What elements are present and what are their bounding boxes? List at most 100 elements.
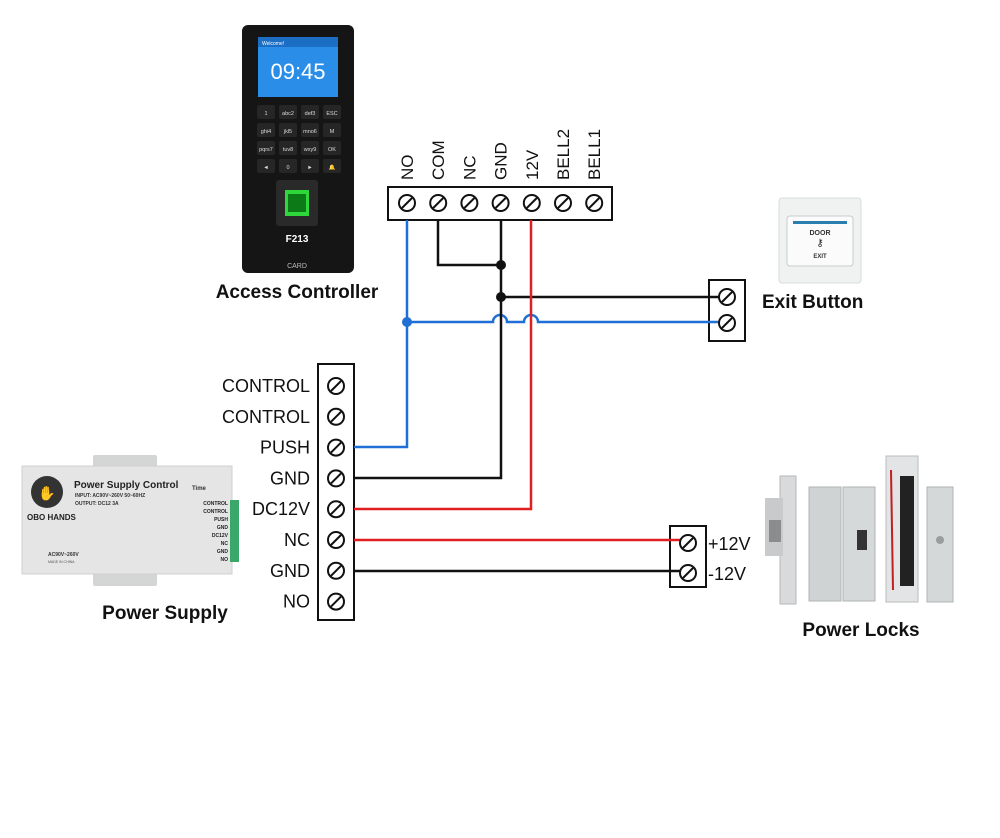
ps-device-terminal-label: PUSH <box>214 517 228 523</box>
ps-terminal-screw-icon <box>328 470 344 486</box>
ps-terminal-label: GND <box>270 468 310 488</box>
ps-device-terminal-label: GND <box>217 525 229 531</box>
controller-terminal-label: 12V <box>523 149 542 180</box>
ps-time-label: Time <box>192 486 207 492</box>
ps-made-in: MADE IN CHINA <box>48 560 75 564</box>
svg-text:mno6: mno6 <box>303 129 317 135</box>
controller-terminal-screw-icon <box>399 195 415 211</box>
access-controller-device: Welcome! 09:45 1abc2def3ESCghi4jkl5mno6M… <box>242 25 354 273</box>
ps-brand: OBO HANDS <box>27 513 77 522</box>
keypad-key: jkl5 <box>279 123 297 137</box>
controller-terminal-screw-icon <box>586 195 602 211</box>
lock-terminal-label: +12V <box>708 534 751 554</box>
ps-terminal-label: DC12V <box>252 499 310 519</box>
keypad-key: 1 <box>257 105 275 119</box>
svg-text:wxy9: wxy9 <box>303 147 317 153</box>
power-supply-device: ✋ OBO HANDS Power Supply Control INPUT: … <box>22 455 239 586</box>
wire-no-to-push <box>354 220 407 447</box>
key-icon: ⚷ <box>816 238 823 249</box>
keypad-key: OK <box>323 141 341 155</box>
keypad-key: ◄ <box>257 159 275 173</box>
ps-device-terminal-label: CONTROL <box>203 509 228 515</box>
svg-text:►: ► <box>307 165 312 171</box>
lock-terminal-screw-icon <box>680 565 696 581</box>
wire-gnd-to-ps-gnd <box>354 220 501 478</box>
keypad-key: M <box>323 123 341 137</box>
ps-terminal-label: GND <box>270 561 310 581</box>
controller-terminal-label: BELL1 <box>585 129 604 180</box>
controller-terminal-label: GND <box>492 142 511 180</box>
exit-terminal-screw-icon <box>719 289 735 305</box>
power-locks-label: Power Locks <box>802 620 919 641</box>
ps-device-title: Power Supply Control <box>74 480 179 491</box>
exit-plate-door-text: DOOR <box>810 230 831 237</box>
svg-text:1: 1 <box>264 111 267 117</box>
controller-terminal-screw-icon <box>493 195 509 211</box>
controller-terminal-label: NO <box>398 155 417 181</box>
keypad-key: tuv8 <box>279 141 297 155</box>
ps-terminal-screw-icon <box>328 532 344 548</box>
ps-terminal-screw-icon <box>328 594 344 610</box>
ps-terminal-label: CONTROL <box>222 407 310 427</box>
hand-logo-icon: ✋ <box>38 485 55 501</box>
ps-input-spec: INPUT: AC90V~260V 50~60HZ <box>75 493 145 499</box>
ps-terminal-label: PUSH <box>260 438 310 458</box>
keypad-key: abc2 <box>279 105 297 119</box>
controller-terminal-label: COM <box>429 140 448 180</box>
controller-brand: CARD <box>287 263 307 270</box>
keypad-key: mno6 <box>301 123 319 137</box>
controller-terminal-screw-icon <box>524 195 540 211</box>
svg-text:pqrs7: pqrs7 <box>259 147 273 153</box>
svg-text:0: 0 <box>286 165 289 171</box>
lock-terminal-label: -12V <box>708 564 746 584</box>
ps-terminal-label: NO <box>283 592 310 612</box>
svg-text:def3: def3 <box>305 111 316 117</box>
svg-text:M: M <box>330 129 335 135</box>
svg-text:abc2: abc2 <box>282 111 294 117</box>
ps-device-terminal-label: GND <box>217 549 229 555</box>
ps-device-terminal-label: NC <box>221 541 229 547</box>
wires <box>354 220 727 571</box>
ps-terminal-screw-icon <box>328 409 344 425</box>
exit-button-device[interactable]: DOOR ⚷ EXIT <box>779 198 861 283</box>
keypad-key: ► <box>301 159 319 173</box>
ps-terminal-screw-icon <box>328 378 344 394</box>
exit-plate-exit-text: EXIT <box>813 254 827 260</box>
svg-text:🔔: 🔔 <box>329 164 336 171</box>
wire-no-to-exit <box>407 315 727 322</box>
ps-device-terminal-label: DC12V <box>212 533 229 539</box>
power-locks-devices <box>765 456 953 604</box>
svg-text:OK: OK <box>328 147 336 153</box>
wire-com-to-gnd <box>438 220 501 265</box>
controller-terminal-label: BELL2 <box>554 129 573 180</box>
svg-text:tuv8: tuv8 <box>283 147 293 153</box>
controller-terminal-screw-icon <box>430 195 446 211</box>
ps-ac-label: AC90V~260V <box>48 552 79 558</box>
ps-device-terminal-label: NO <box>221 557 229 563</box>
controller-terminal-label: NC <box>460 155 479 180</box>
exit-terminal-screw-icon <box>719 315 735 331</box>
controller-model: F213 <box>286 234 309 245</box>
ps-terminal-screw-icon <box>328 563 344 579</box>
ps-output-spec: OUTPUT: DC12 3A <box>75 501 119 507</box>
power-supply-label: Power Supply <box>102 603 228 624</box>
svg-text:◄: ◄ <box>263 165 268 171</box>
keypad-key: 🔔 <box>323 159 341 173</box>
ps-terminal-screw-icon <box>328 501 344 517</box>
ps-device-terminal-label: CONTROL <box>203 501 228 507</box>
screen-time: 09:45 <box>270 59 325 84</box>
ps-terminal-block <box>318 364 354 620</box>
ps-terminal-screw-icon <box>328 440 344 456</box>
controller-terminal-screw-icon <box>461 195 477 211</box>
lock-terminal-screw-icon <box>680 535 696 551</box>
keypad-key: ghi4 <box>257 123 275 137</box>
junction-gnd-exit <box>496 292 506 302</box>
controller-terminal-screw-icon <box>555 195 571 211</box>
svg-text:jkl5: jkl5 <box>283 129 292 135</box>
svg-text:ghi4: ghi4 <box>261 129 271 135</box>
keypad-key: pqrs7 <box>257 141 275 155</box>
keypad-key: wxy9 <box>301 141 319 155</box>
keypad-key: def3 <box>301 105 319 119</box>
exit-button-label: Exit Button <box>762 292 863 313</box>
